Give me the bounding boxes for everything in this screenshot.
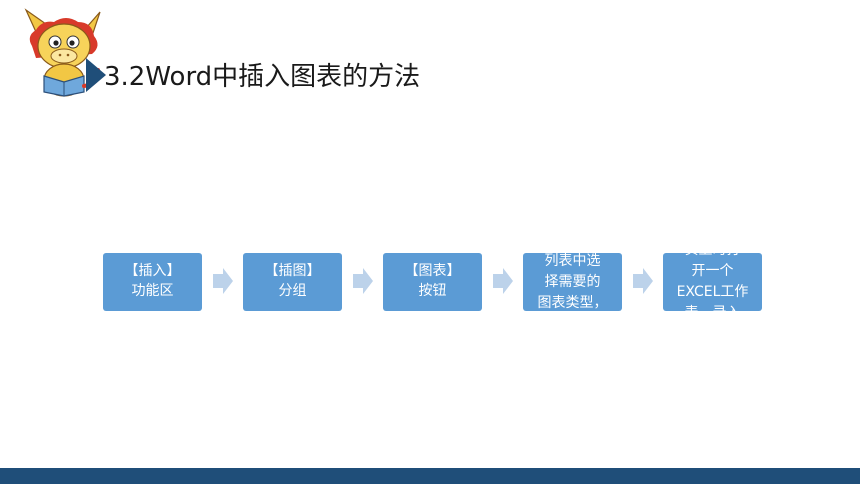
- footer-bar: [0, 468, 860, 484]
- step-line: 【图表】: [404, 263, 461, 279]
- flow-step-choose-chart-type: 列表中选 择需要的 图表类型，: [523, 253, 622, 311]
- step-line: 表，录入: [663, 303, 762, 311]
- dragon-mascot-icon: [24, 8, 101, 97]
- chevron-arrow-right-icon: [493, 268, 513, 294]
- triangle-marker-icon: [86, 58, 106, 92]
- step-line: 实上时打: [663, 253, 762, 261]
- step-line: 图表类型，: [537, 294, 608, 311]
- flow-step-insert-ribbon: 【插入】 功能区: [103, 253, 202, 311]
- step-line: 功能区: [131, 283, 174, 299]
- step-line: 择需要的: [544, 273, 601, 290]
- step-line: 分组: [278, 283, 307, 299]
- step-line: 按钮: [418, 283, 447, 299]
- flow-step-illustrations-group: 【插图】 分组: [243, 253, 342, 311]
- step-line: EXCEL工作: [676, 284, 749, 300]
- step-line: 【插图】: [264, 263, 321, 279]
- step-line: 列表中选: [544, 253, 601, 269]
- chevron-arrow-right-icon: [213, 268, 233, 294]
- step-line: 开一个: [691, 263, 734, 279]
- chevron-arrow-right-icon: [633, 268, 653, 294]
- slide-title: 3.2Word中插入图表的方法: [104, 62, 421, 92]
- chevron-arrow-right-icon: [353, 268, 373, 294]
- flow-step-chart-button: 【图表】 按钮: [383, 253, 482, 311]
- flow-step-open-excel-sheet: 实上时打 开一个 EXCEL工作 表，录入: [663, 253, 762, 311]
- step-line: 【插入】: [124, 263, 181, 279]
